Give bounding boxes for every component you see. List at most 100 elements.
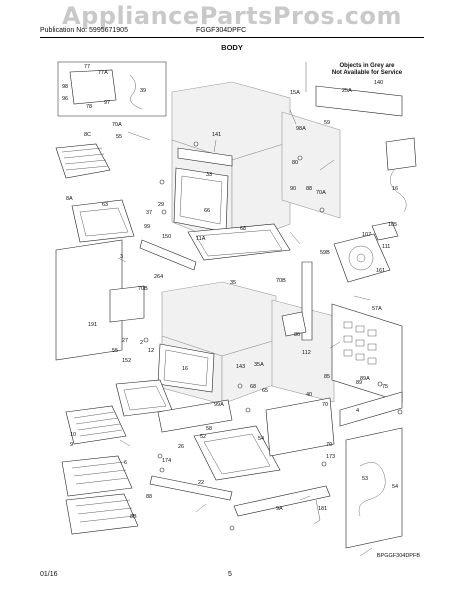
part-label-152: 152 xyxy=(122,358,131,364)
side-panel-right xyxy=(345,427,403,549)
part-label-8C: 8C xyxy=(84,132,91,138)
part-label-40: 40 xyxy=(306,392,312,398)
broil-pan-slots xyxy=(73,411,123,437)
watermark: AppliancePartsPros.com xyxy=(62,2,402,30)
leveling-leg xyxy=(313,499,321,525)
part-label-9A: 9A xyxy=(276,506,283,512)
header-rule xyxy=(40,37,424,38)
part-label-70A: 70A xyxy=(316,190,326,196)
convection-fan-housing xyxy=(333,233,391,283)
kick-panel-88 xyxy=(233,485,331,517)
part-label-68: 68 xyxy=(240,226,246,232)
part-label-99A: 99A xyxy=(214,402,224,408)
lower-door-frame xyxy=(157,343,215,393)
part-label-8A: 8A xyxy=(66,196,73,202)
upper-door-glass xyxy=(71,199,135,243)
part-label-12: 12 xyxy=(148,348,154,354)
part-label-11A: 11A xyxy=(196,236,206,242)
part-label-4: 4 xyxy=(356,408,359,414)
part-label-70A: 70A xyxy=(112,122,122,128)
part-label-9: 9 xyxy=(70,442,73,448)
upper-cavity-right xyxy=(231,141,291,247)
part-label-174: 174 xyxy=(162,458,171,464)
part-label-98A: 98A xyxy=(296,126,306,132)
bracket-panel xyxy=(69,69,117,105)
part-label-27: 27 xyxy=(122,338,128,344)
part-label-54: 54 xyxy=(392,484,398,490)
part-label-77A: 77A xyxy=(98,70,108,76)
part-label-173: 173 xyxy=(326,454,335,460)
grid-lines xyxy=(61,147,109,171)
trim-strip-4 xyxy=(339,391,403,427)
part-label-52: 52 xyxy=(200,434,206,440)
note-line-2: Not Available for Service xyxy=(331,70,403,76)
part-label-37: 37 xyxy=(146,210,152,216)
section-title: BODY xyxy=(221,43,243,52)
part-label-15A: 15A xyxy=(290,90,300,96)
part-label-90: 90 xyxy=(290,186,296,192)
part-label-66: 66 xyxy=(204,208,210,214)
part-label-112: 112 xyxy=(302,350,311,356)
rail-264 xyxy=(139,239,197,271)
top-trim-140 xyxy=(315,85,403,117)
part-label-88: 88 xyxy=(306,186,312,192)
front-rail-99A xyxy=(157,399,233,433)
part-label-70B: 70B xyxy=(138,286,148,292)
wire-harness-small xyxy=(129,74,143,110)
part-label-89: 89 xyxy=(356,380,362,386)
part-label-105: 105 xyxy=(388,222,397,228)
part-label-107: 107 xyxy=(362,232,371,238)
part-label-75: 75 xyxy=(382,384,388,390)
part-label-96: 96 xyxy=(62,96,68,102)
divider-plate xyxy=(187,223,291,261)
oven-rack-lower xyxy=(65,493,139,535)
part-label-88: 88 xyxy=(146,494,152,500)
part-label-68: 68 xyxy=(250,384,256,390)
broil-pan-grid xyxy=(55,143,111,179)
part-label-3: 3 xyxy=(120,254,123,260)
grey-objects-note: Objects in Grey are Not Available for Se… xyxy=(322,63,412,77)
side-panel-left xyxy=(55,239,123,361)
part-label-35A: 35A xyxy=(254,362,264,368)
part-label-65: 65 xyxy=(262,388,268,394)
part-label-35: 35 xyxy=(230,280,236,286)
part-label-39: 39 xyxy=(140,88,146,94)
board-wire xyxy=(389,169,407,213)
part-label-111: 111 xyxy=(382,244,390,250)
upper-vent-trim xyxy=(177,147,233,167)
publication-number: Publication No: 5995671905 xyxy=(40,27,128,34)
part-label-141: 141 xyxy=(212,132,221,138)
part-label-16: 16 xyxy=(392,186,398,192)
bottom-frame-inner xyxy=(203,433,271,475)
diagram-reference: BPGGF304DPFB xyxy=(376,553,420,559)
control-board xyxy=(385,137,417,171)
note-line-1: Objects in Grey are xyxy=(339,63,395,69)
part-label-59: 59 xyxy=(324,120,330,126)
part-label-6: 6 xyxy=(124,460,127,466)
cord-harness xyxy=(358,462,386,517)
part-label-16: 16 xyxy=(182,366,188,372)
part-label-264: 264 xyxy=(154,274,163,280)
glass-inner xyxy=(79,207,129,237)
part-label-70B: 70B xyxy=(276,278,286,284)
part-label-58: 58 xyxy=(206,426,212,432)
part-label-25A: 25A xyxy=(342,88,352,94)
lower-glass-inner xyxy=(123,385,167,411)
part-label-54: 54 xyxy=(258,436,264,442)
storage-tray xyxy=(265,397,335,457)
divider-inner xyxy=(195,229,283,257)
part-label-59B: 59B xyxy=(320,250,330,256)
footer-date: 01/16 xyxy=(40,571,58,578)
model-number: FGGF304DPFC xyxy=(196,27,247,34)
convection-fan-blade xyxy=(348,245,374,271)
part-label-97: 97 xyxy=(104,100,110,106)
part-label-98: 98 xyxy=(62,84,68,90)
small-fasteners xyxy=(143,141,403,531)
part-label-161: 161 xyxy=(376,268,385,274)
back-panel-vents xyxy=(343,321,377,365)
part-label-8B: 8B xyxy=(130,514,137,520)
part-label-29: 29 xyxy=(158,202,164,208)
part-label-80: 80 xyxy=(292,160,298,166)
part-label-57A: 57A xyxy=(372,306,382,312)
